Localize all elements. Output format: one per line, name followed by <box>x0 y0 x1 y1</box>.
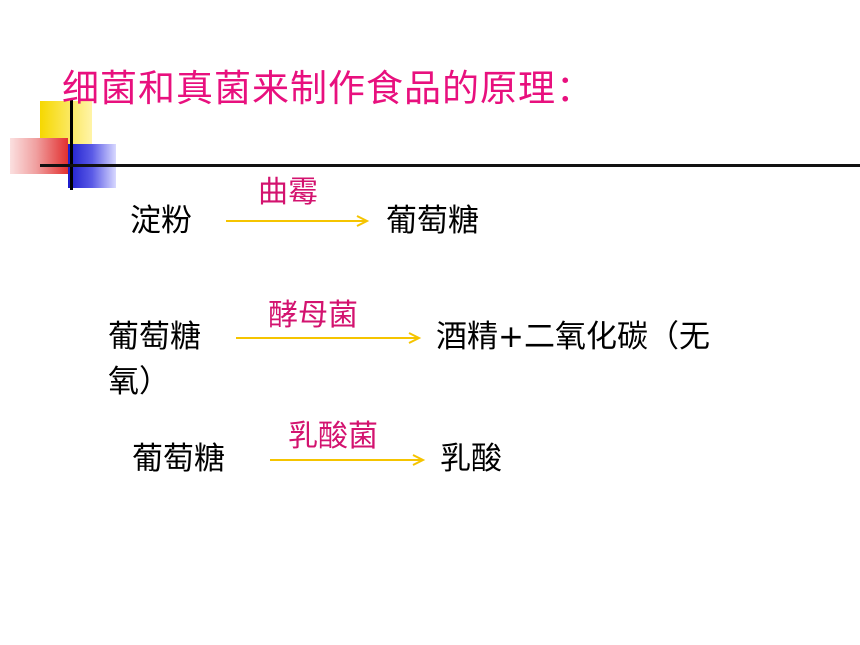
reaction-2-agent: 酵母菌 <box>268 298 358 333</box>
reaction-3-arrow <box>270 454 426 466</box>
reaction-1-product: 葡萄糖 <box>386 203 479 239</box>
reaction-3-agent: 乳酸菌 <box>288 419 378 454</box>
reaction-3-product: 乳酸 <box>440 441 502 477</box>
reaction-2-arrow <box>236 332 422 344</box>
reaction-2-reactant: 葡萄糖 <box>108 319 201 355</box>
reaction-1-reactant: 淀粉 <box>130 203 192 239</box>
reaction-2-product-line1: 酒精+二氧化碳（无 <box>436 319 710 355</box>
reaction-2-product-line2: 氧） <box>108 364 170 400</box>
reaction-1-agent: 曲霉 <box>258 175 318 210</box>
decor-vertical-line <box>70 100 73 190</box>
reaction-3-reactant: 葡萄糖 <box>132 441 225 477</box>
page-title: 细菌和真菌来制作食品的原理： <box>62 67 594 110</box>
title-underline <box>40 164 860 167</box>
reaction-1-arrow <box>226 215 370 227</box>
decor-red-square <box>10 138 68 174</box>
